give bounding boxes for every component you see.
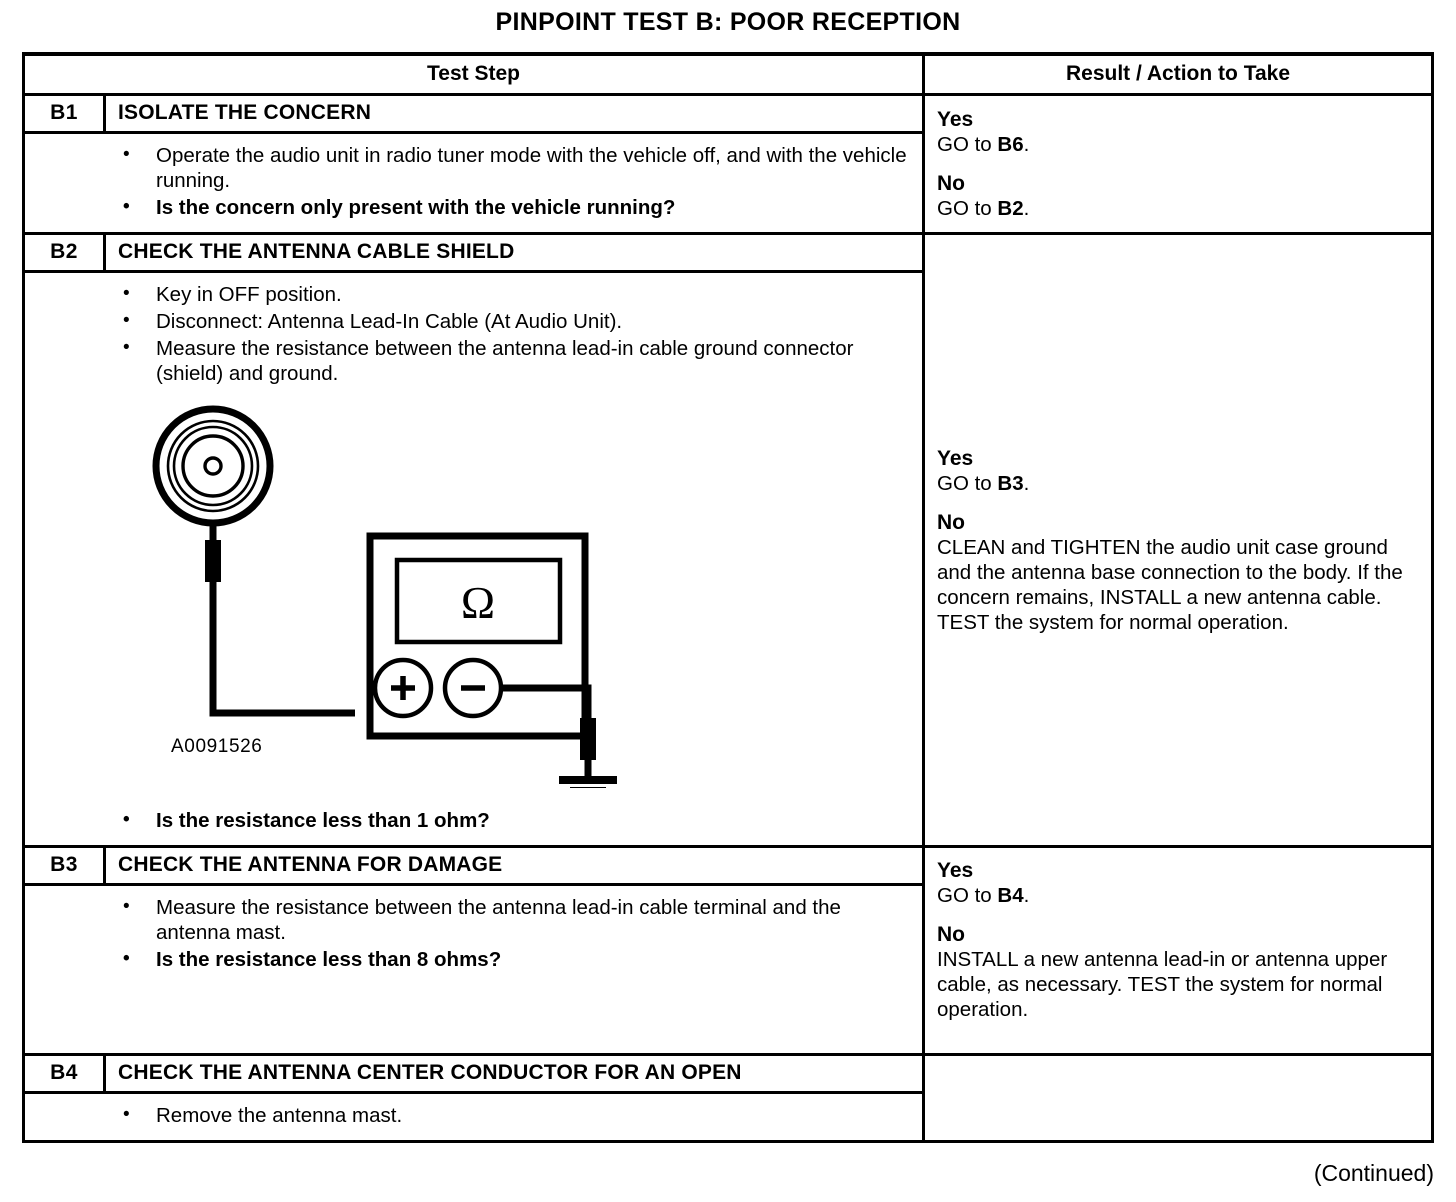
step-title-b3: CHECK THE ANTENNA FOR DAMAGE bbox=[118, 853, 503, 876]
list-item: Key in OFF position. bbox=[25, 281, 912, 307]
step-title-b1: ISOLATE THE CONCERN bbox=[118, 101, 372, 124]
result-no-target-b1: B2 bbox=[997, 197, 1024, 220]
spacer bbox=[937, 496, 1417, 510]
result-no-action-b1: GO to B2. bbox=[937, 196, 1417, 221]
step-title-b2: CHECK THE ANTENNA CABLE SHIELD bbox=[118, 240, 515, 263]
pinpoint-test-table: Test Step Result / Action to Take B1 ISO… bbox=[22, 52, 1434, 1143]
result-yes-target-b2: B3 bbox=[997, 471, 1024, 495]
step-block-b4: B4 CHECK THE ANTENNA CENTER CONDUCTOR FO… bbox=[25, 1056, 1431, 1140]
diagram-svg: Ω bbox=[152, 405, 617, 802]
result-yes-suffix-b3: . bbox=[1023, 884, 1030, 907]
result-cell-b1: Yes GO to B6. No GO to B2. bbox=[925, 96, 1431, 232]
result-col-b2: Yes GO to B3. No CLEAN and TIGHTEN the a… bbox=[925, 235, 1431, 845]
result-no-label-b1: No bbox=[937, 172, 965, 195]
result-yes-prefix-b1: GO to bbox=[937, 133, 998, 156]
result-no-suffix-b1: . bbox=[1023, 197, 1030, 220]
step-col-b4: B4 CHECK THE ANTENNA CENTER CONDUCTOR FO… bbox=[25, 1056, 925, 1140]
antenna-connector-icon bbox=[152, 405, 274, 527]
header-label-result: Result / Action to Take bbox=[1065, 62, 1291, 85]
result-cell-b2: Yes GO to B3. No CLEAN and TIGHTEN the a… bbox=[925, 235, 1431, 845]
result-yes-action-b3: GO to B4. bbox=[937, 883, 1417, 908]
result-yes-prefix-b3: GO to bbox=[937, 884, 998, 907]
page-title: PINPOINT TEST B: POOR RECEPTION bbox=[495, 8, 961, 36]
result-yes-action-b1: GO to B6. bbox=[937, 132, 1417, 157]
result-yes-label-b3: Yes bbox=[937, 859, 974, 882]
bullet-list-b4: Remove the antenna mast. bbox=[25, 1102, 912, 1128]
diagram-id-label: A0091526 bbox=[171, 736, 263, 757]
ground-symbol-icon bbox=[559, 776, 617, 802]
result-cell-b3: Yes GO to B4. No INSTALL a new antenna l… bbox=[925, 848, 1431, 1053]
bullet-list-b2: Key in OFF position. Disconnect: Antenna… bbox=[25, 281, 912, 386]
list-item: Measure the resistance between the anten… bbox=[25, 894, 912, 945]
bullet-list-b2-question: Is the resistance less than 1 ohm? bbox=[25, 807, 912, 833]
result-yes-action-b2: GO to B3. bbox=[937, 471, 1417, 496]
ground-lead-cable bbox=[501, 684, 596, 780]
continued-label: (Continued) bbox=[1313, 1160, 1434, 1186]
list-item: Disconnect: Antenna Lead-In Cable (At Au… bbox=[25, 308, 912, 334]
bullet-list-b3: Measure the resistance between the anten… bbox=[25, 894, 912, 972]
result-cell-b4 bbox=[925, 1056, 1431, 1140]
positive-lead-cable bbox=[205, 523, 355, 717]
result-yes-target-b1: B6 bbox=[997, 133, 1024, 156]
result-no-action-b2: CLEAN and TIGHTEN the audio unit case gr… bbox=[937, 535, 1403, 634]
probe-ferrule-upper bbox=[205, 540, 221, 582]
result-yes-target-b3: B4 bbox=[997, 884, 1024, 907]
step-block-b1: B1 ISOLATE THE CONCERN Operate the audio… bbox=[25, 96, 1431, 235]
multimeter-icon: Ω bbox=[366, 532, 589, 740]
step-head-b4: B4 CHECK THE ANTENNA CENTER CONDUCTOR FO… bbox=[25, 1056, 922, 1094]
step-col-b1: B1 ISOLATE THE CONCERN Operate the audio… bbox=[25, 96, 925, 232]
result-yes-suffix-b1: . bbox=[1023, 133, 1030, 156]
step-id-b2: B2 bbox=[25, 235, 106, 270]
step-title-b4: CHECK THE ANTENNA CENTER CONDUCTOR FOR A… bbox=[118, 1061, 742, 1084]
result-yes-suffix-b2: . bbox=[1023, 471, 1030, 495]
step-block-b3: B3 CHECK THE ANTENNA FOR DAMAGE Measure … bbox=[25, 848, 1431, 1056]
step-col-b2: B2 CHECK THE ANTENNA CABLE SHIELD Key in… bbox=[25, 235, 925, 845]
step-head-b2: B2 CHECK THE ANTENNA CABLE SHIELD bbox=[25, 235, 922, 273]
step-body-b1: Operate the audio unit in radio tuner mo… bbox=[25, 134, 922, 232]
spacer bbox=[937, 908, 1417, 922]
antenna-resistance-diagram: Ω bbox=[25, 388, 925, 808]
header-label-test-step: Test Step bbox=[427, 62, 520, 85]
list-item: Is the concern only present with the veh… bbox=[25, 194, 912, 220]
step-head-b1: B1 ISOLATE THE CONCERN bbox=[25, 96, 922, 134]
bullet-list-b1: Operate the audio unit in radio tuner mo… bbox=[25, 142, 912, 220]
result-col-b4 bbox=[925, 1056, 1431, 1140]
step-id-b1: B1 bbox=[25, 96, 106, 131]
result-no-action-b3: INSTALL a new antenna lead-in or antenna… bbox=[937, 948, 1388, 1021]
list-item: Operate the audio unit in radio tuner mo… bbox=[25, 142, 912, 193]
list-item: Measure the resistance between the anten… bbox=[25, 335, 912, 386]
table-header-row: Test Step Result / Action to Take bbox=[25, 56, 1431, 96]
step-head-b3: B3 CHECK THE ANTENNA FOR DAMAGE bbox=[25, 848, 922, 886]
list-item: Remove the antenna mast. bbox=[25, 1102, 912, 1128]
result-no-prefix-b1: GO to bbox=[937, 197, 998, 220]
step-body-b4: Remove the antenna mast. bbox=[25, 1094, 922, 1140]
result-yes-label-b1: Yes bbox=[937, 108, 974, 131]
step-col-b3: B3 CHECK THE ANTENNA FOR DAMAGE Measure … bbox=[25, 848, 925, 1053]
ohm-symbol: Ω bbox=[461, 577, 495, 628]
step-id-b4: B4 bbox=[25, 1056, 106, 1091]
list-item: Is the resistance less than 8 ohms? bbox=[25, 946, 912, 972]
result-yes-prefix-b2: GO to bbox=[937, 471, 998, 495]
probe-ferrule-lower bbox=[580, 718, 596, 760]
step-body-b2: Key in OFF position. Disconnect: Antenna… bbox=[25, 273, 922, 845]
spacer bbox=[937, 157, 1417, 171]
header-col-test-step: Test Step bbox=[25, 56, 925, 93]
list-item: Is the resistance less than 1 ohm? bbox=[25, 807, 912, 833]
result-col-b3: Yes GO to B4. No INSTALL a new antenna l… bbox=[925, 848, 1431, 1053]
step-block-b2: B2 CHECK THE ANTENNA CABLE SHIELD Key in… bbox=[25, 235, 1431, 848]
result-no-label-b2: No bbox=[937, 510, 965, 534]
step-body-b3: Measure the resistance between the anten… bbox=[25, 886, 922, 1053]
result-col-b1: Yes GO to B6. No GO to B2. bbox=[925, 96, 1431, 232]
step-id-b3: B3 bbox=[25, 848, 106, 883]
result-no-label-b3: No bbox=[937, 923, 965, 946]
result-yes-label-b2: Yes bbox=[937, 446, 974, 470]
header-col-result: Result / Action to Take bbox=[925, 56, 1431, 93]
